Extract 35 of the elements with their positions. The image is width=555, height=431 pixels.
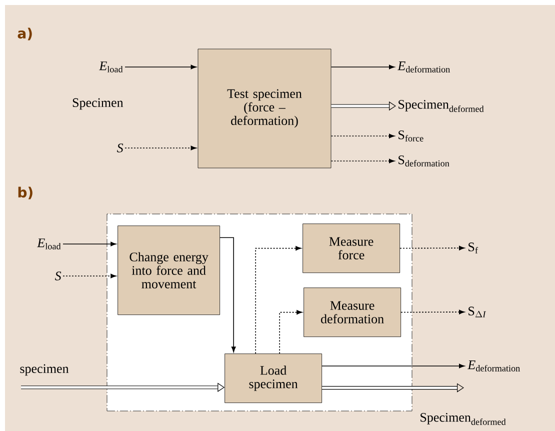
panel-label: a) bbox=[18, 28, 32, 40]
process-box: Measure force bbox=[302, 224, 400, 273]
arrow bbox=[279, 310, 302, 354]
arrow bbox=[124, 146, 196, 150]
signal-label: $\mathit{E}_{\mathrm{load}}$ bbox=[37, 238, 61, 250]
signal-label: $\mathrm{S}_{\mathrm{f}}$ bbox=[468, 242, 478, 254]
signal-label: $\mathrm{S}_{\Delta \mathit{I}}$ bbox=[468, 306, 486, 318]
arrow bbox=[62, 242, 116, 246]
signal-label: $\mathrm{Specimen}_{\mathrm{deformed}}$ bbox=[420, 413, 506, 425]
signal-label: $\mathrm{Specimen}_{\mathrm{deformed}}$ bbox=[398, 100, 484, 112]
signal-label: $\mathrm{S}_{\mathrm{force}}$ bbox=[398, 130, 424, 142]
arrow bbox=[400, 310, 465, 314]
process-box: Measure deformation bbox=[304, 288, 401, 337]
arrow bbox=[322, 383, 464, 392]
panel-label: b) bbox=[18, 186, 32, 200]
arrow bbox=[330, 134, 395, 138]
signal-label: specimen bbox=[20, 364, 69, 376]
arrow bbox=[62, 274, 116, 278]
signal-label: $\mathit{E}_{\mathrm{load}}$ bbox=[99, 62, 123, 72]
arrow bbox=[322, 364, 465, 368]
arrow bbox=[124, 64, 196, 70]
process-box: Change energy into force and movement bbox=[118, 226, 220, 315]
signal-label: $\mathit{E}_{\mathrm{deformation}}$ bbox=[468, 360, 520, 372]
signal-label: $\mathrm{S}_{\mathrm{deformation}}$ bbox=[398, 156, 450, 166]
arrow bbox=[330, 158, 395, 164]
arrow bbox=[255, 246, 302, 354]
signal-label: $\mathit{E}_{\mathrm{deformation}}$ bbox=[398, 62, 450, 72]
arrow bbox=[220, 237, 236, 352]
arrow bbox=[400, 246, 465, 250]
input-label: Specimen bbox=[72, 98, 124, 110]
signal-label: S bbox=[54, 272, 62, 280]
process-box: Test specimen (force – deformation) bbox=[198, 48, 332, 168]
arrow bbox=[330, 64, 395, 70]
signal-label: S bbox=[116, 144, 124, 152]
process-box: Load specimen bbox=[224, 354, 322, 403]
